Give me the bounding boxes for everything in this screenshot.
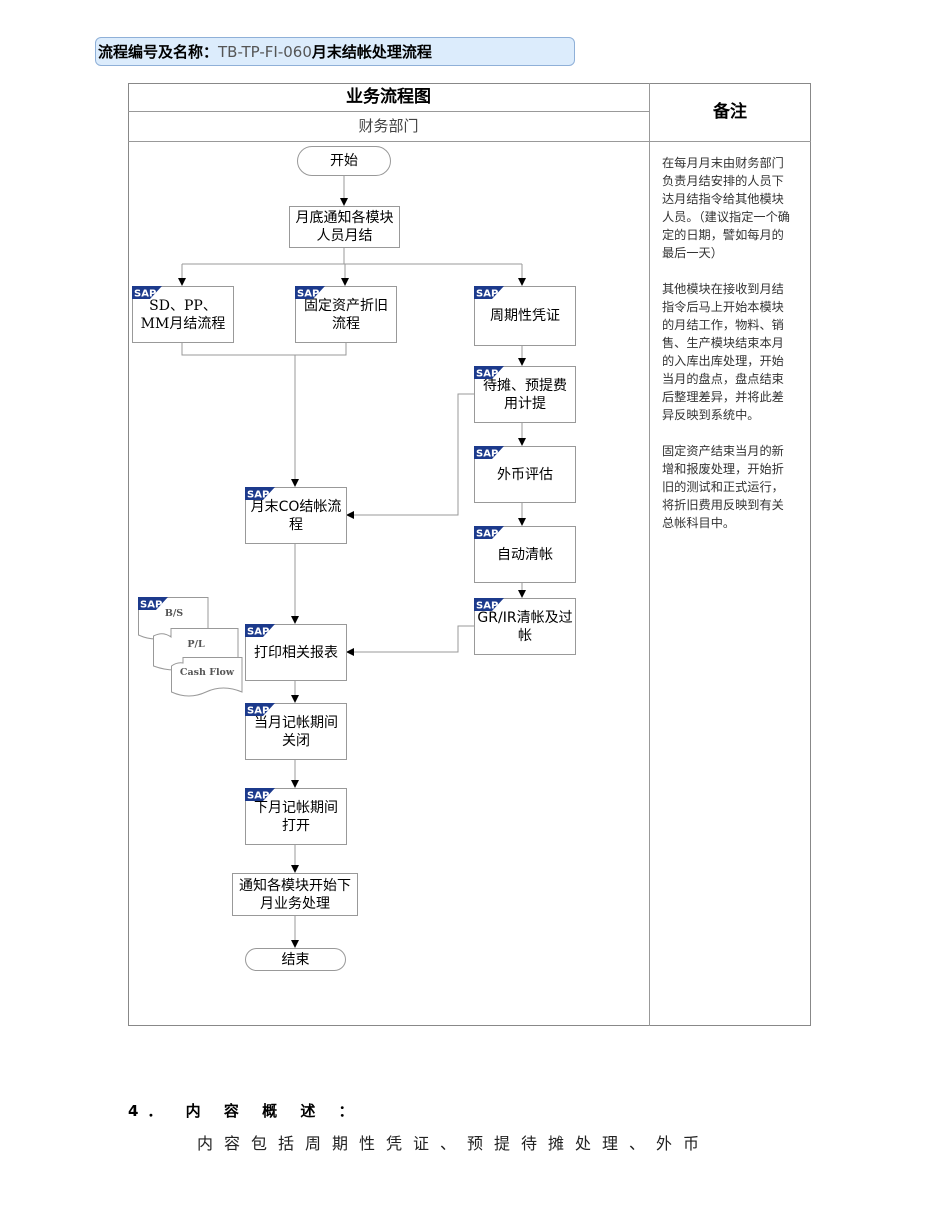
notes-column: 在每月月末由财务部门负责月结安排的人员下达月结指令给其他模块人员。（建议指定一个… — [662, 154, 794, 550]
node-label: 周期性凭证 — [490, 308, 560, 324]
node-label: 待摊、预提费用计提 — [483, 377, 567, 412]
svg-text:SAP: SAP — [247, 490, 269, 501]
report-label: Cash Flow — [179, 667, 235, 678]
sap-logo-icon: SAP — [474, 286, 504, 299]
report-label: P/L — [187, 639, 205, 650]
note-paragraph: 其他模块在接收到月结指令后马上开始本模块的月结工作，物料、销售、生产模块结束本月… — [662, 282, 784, 422]
row-divider — [128, 141, 811, 142]
node-label: 固定资产折旧流程 — [304, 297, 388, 332]
svg-text:SAP: SAP — [247, 791, 269, 802]
note-paragraph: 在每月月末由财务部门负责月结安排的人员下达月结指令给其他模块人员。（建议指定一个… — [662, 156, 790, 260]
end-node: 结束 — [245, 948, 346, 971]
process-code: TB-TP-FI-060 — [218, 43, 312, 61]
process-name: 月末结帐处理流程 — [311, 43, 432, 61]
svg-text:SAP: SAP — [476, 289, 498, 300]
notify-modules-step: 月底通知各模块人员月结 — [289, 206, 400, 248]
svg-text:SAP: SAP — [247, 706, 269, 717]
node-label: 自动清帐 — [497, 546, 553, 563]
fx-valuation-step: SAP 外币评估 — [474, 446, 576, 503]
row-divider — [128, 111, 649, 112]
sap-logo-icon: SAP — [138, 597, 168, 610]
node-label: GR/IR清帐及过帐 — [477, 609, 573, 644]
node-label: 打印相关报表 — [254, 644, 338, 661]
svg-text:SAP: SAP — [476, 529, 498, 540]
section-text: 内容包括周期性凭证、预提待摊处理、外币 — [197, 1134, 711, 1153]
flowchart-table — [128, 83, 811, 1026]
sap-logo-icon: SAP — [245, 703, 275, 716]
svg-text:SAP: SAP — [247, 627, 269, 638]
report-document-cashflow: Cash Flow — [171, 657, 243, 699]
auto-clearing-step: SAP 自动清帐 — [474, 526, 576, 583]
note-paragraph: 固定资产结束当月的新增和报废处理，开始折旧的测试和正式运行，将折旧费用反映到有关… — [662, 444, 784, 530]
node-label: 月末CO结帐流程 — [250, 498, 342, 533]
notes-header: 备注 — [713, 102, 747, 122]
department-label: 财务部门 — [358, 117, 419, 135]
sap-logo-icon: SAP — [245, 788, 275, 801]
sap-logo-icon: SAP — [474, 366, 504, 379]
svg-text:SAP: SAP — [476, 601, 498, 612]
node-label: 当月记帐期间关闭 — [254, 714, 338, 749]
report-label: B/S — [164, 608, 184, 619]
notify-next-month-step: 通知各模块开始下月业务处理 — [232, 873, 358, 916]
svg-text:SAP: SAP — [476, 369, 498, 380]
flowchart-title: 业务流程图 — [346, 87, 431, 107]
periodic-voucher-step: SAP 周期性凭证 — [474, 286, 576, 346]
start-node: 开始 — [297, 146, 391, 176]
svg-text:SAP: SAP — [134, 289, 156, 300]
print-reports-step: SAP 打印相关报表 — [245, 624, 347, 681]
sap-logo-icon: SAP — [474, 526, 504, 539]
sap-logo-icon: SAP — [245, 487, 275, 500]
process-header: 流程编号及名称：TB-TP-FI-060月末结帐处理流程 — [95, 37, 575, 66]
sap-logo-icon: SAP — [474, 446, 504, 459]
svg-text:SAP: SAP — [140, 600, 162, 611]
node-label: SD、PP、MM月结流程 — [140, 297, 226, 332]
node-label: 外币评估 — [497, 466, 553, 483]
svg-text:SAP: SAP — [297, 289, 319, 300]
column-divider — [649, 83, 650, 1026]
sap-logo-icon: SAP — [132, 286, 162, 299]
sap-logo-icon: SAP — [474, 598, 504, 611]
node-label: 下月记帐期间打开 — [254, 799, 338, 834]
sap-logo-icon: SAP — [295, 286, 325, 299]
sap-logo-icon: SAP — [245, 624, 275, 637]
section-heading: 4． 内 容 概 述 ： — [128, 1102, 363, 1120]
svg-text:SAP: SAP — [476, 449, 498, 460]
header-label: 流程编号及名称： — [98, 43, 219, 61]
